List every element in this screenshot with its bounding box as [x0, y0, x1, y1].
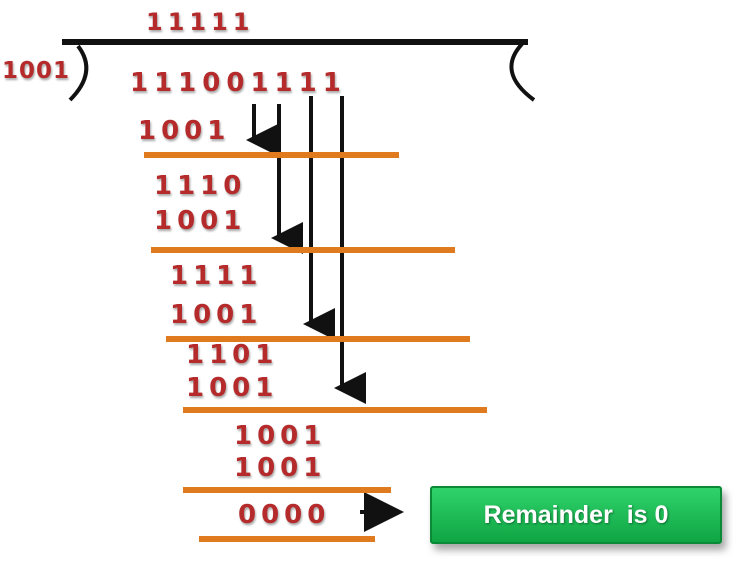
right-bracket: [509, 42, 536, 102]
step-row: 1001: [234, 421, 327, 451]
step-row: 1111: [170, 261, 263, 291]
step-row: 1001: [170, 300, 263, 330]
remainder-result-badge: Remainder is 0: [430, 486, 722, 544]
subtraction-rule: [166, 336, 470, 342]
subtraction-rule: [144, 152, 399, 158]
final-remainder: 0000: [238, 500, 331, 530]
step-row: 1001: [234, 453, 327, 483]
remainder-result-label: Remainder is 0: [483, 500, 669, 529]
step-row: 1110: [154, 171, 247, 201]
subtraction-rule: [151, 247, 455, 253]
subtraction-rule: [183, 487, 391, 493]
left-bracket: [68, 44, 89, 102]
step-row: 1101: [186, 340, 279, 370]
subtraction-rule: [183, 407, 487, 413]
dividend: 111001111: [130, 68, 347, 98]
step-row: 1001: [154, 206, 247, 236]
quotient: 11111: [146, 8, 255, 36]
divisor: 1001: [2, 58, 71, 84]
step-row: 1001: [138, 116, 231, 146]
step-row: 1001: [186, 373, 279, 403]
subtraction-rule: [199, 536, 375, 542]
